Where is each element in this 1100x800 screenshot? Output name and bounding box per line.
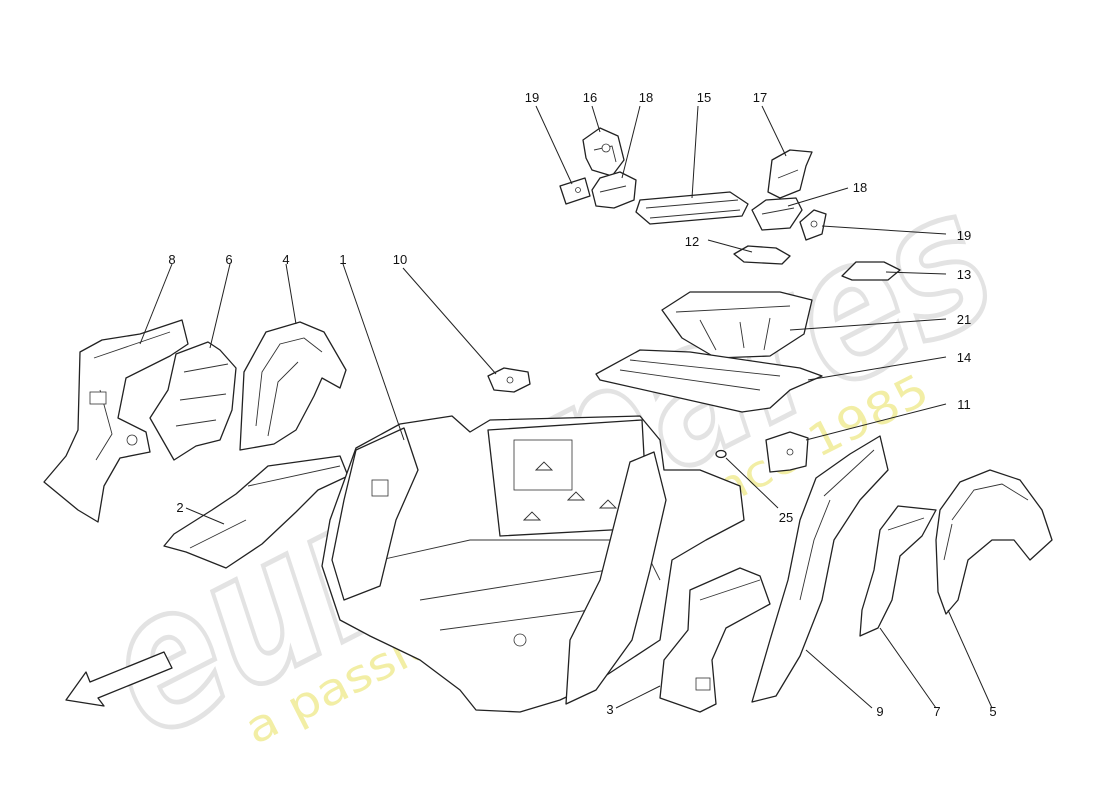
callout-10: 10 [393,252,407,267]
part-7-inner-panel[interactable] [859,505,937,637]
callout-9: 9 [876,704,883,719]
part-25-plug[interactable] [715,449,727,459]
callout-11: 11 [957,397,971,412]
part-14-floor-panel[interactable] [595,349,823,413]
callout-25: 25 [779,510,793,525]
part-3-sill-member[interactable] [659,567,771,713]
part-9-inner-panel[interactable] [751,435,889,703]
callout-12: 12 [685,234,699,249]
part-21-spare-wheel-tub[interactable] [661,291,813,359]
front-direction-arrow-icon [65,651,173,707]
callout-14: 14 [957,350,971,365]
part-5-wheel-arch[interactable] [935,469,1053,615]
callout-19-right: 19 [957,228,971,243]
callout-18-right: 18 [853,180,867,195]
callout-4: 4 [282,252,289,267]
part-10-bracket[interactable] [487,367,531,393]
part-8-side-panel[interactable] [43,319,189,523]
callout-5: 5 [989,704,996,719]
leader-lines [139,105,993,709]
part-13-plate[interactable] [841,261,901,281]
callout-6: 6 [225,252,232,267]
callout-15: 15 [697,90,711,105]
part-4-wheel-arch[interactable] [239,321,347,451]
part-18-bracket-left[interactable] [591,171,637,209]
part-19-bracket-left[interactable] [559,177,591,205]
callout-17: 17 [753,90,767,105]
callout-2: 2 [176,500,183,515]
callout-1: 1 [339,252,346,267]
part-15-rear-rail[interactable] [635,191,749,225]
callout-16: 16 [583,90,597,105]
callout-7: 7 [933,704,940,719]
part-6-side-panel[interactable] [149,341,237,461]
part-2-sill-member[interactable] [163,455,349,569]
callout-19-left: 19 [525,90,539,105]
callout-21: 21 [957,312,971,327]
part-16-bracket[interactable] [582,127,625,177]
callout-18-left: 18 [639,90,653,105]
callout-3: 3 [606,702,613,717]
callout-labels: 19 16 18 15 17 18 19 12 13 8 6 4 1 10 21… [168,90,996,719]
callout-13: 13 [957,267,971,282]
part-19-bracket-right[interactable] [799,209,827,241]
part-1-central-body-structure[interactable] [321,415,745,713]
part-11-bracket[interactable] [765,431,809,473]
callout-8: 8 [168,252,175,267]
part-17-tower[interactable] [767,149,813,199]
